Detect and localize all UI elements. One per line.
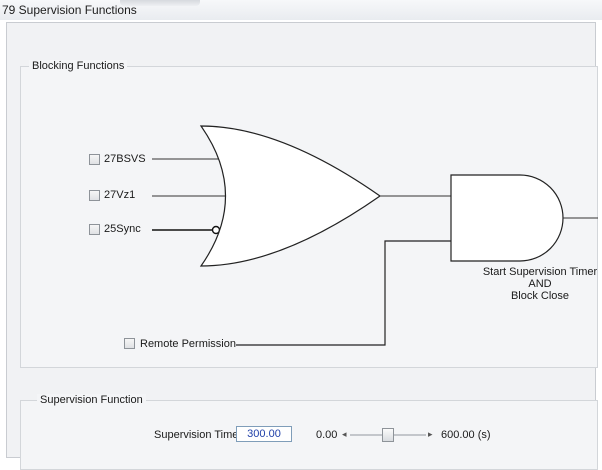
label-27bsvs: 27BSVS	[104, 153, 146, 165]
supervision-time-input[interactable]	[236, 426, 292, 442]
caption-line-1: Start Supervision Timer	[482, 266, 598, 278]
label-25sync: 25Sync	[104, 223, 141, 235]
slider-left-arrow[interactable]: ◂	[342, 429, 347, 439]
supervision-time-slider[interactable]: ◂ ▸	[340, 428, 436, 442]
checkbox-25sync[interactable]	[89, 224, 100, 235]
caption-line-2: AND	[528, 278, 552, 290]
checkbox-remote-permission[interactable]	[124, 338, 135, 349]
supervision-function-group: Supervision Function	[20, 394, 598, 470]
slider-right-arrow[interactable]: ▸	[428, 429, 433, 439]
label-27vz1: 27Vz1	[104, 189, 136, 201]
checkbox-27vz1[interactable]	[89, 190, 100, 201]
slider-max-label: 600.00 (s)	[441, 429, 491, 441]
supervision-time-label: Supervision Time	[154, 429, 239, 441]
or-gate	[199, 125, 382, 267]
caption-line-3: Block Close	[510, 290, 570, 302]
and-gate	[450, 174, 564, 262]
title-tab-shade	[120, 0, 200, 6]
supervision-function-legend: Supervision Function	[37, 394, 146, 406]
slider-min-label: 0.00	[316, 429, 338, 441]
window-title: 79 Supervision Functions	[2, 3, 137, 17]
title-bar: 79 Supervision Functions	[0, 0, 602, 20]
label-remote-permission: Remote Permission	[140, 338, 236, 350]
blocking-functions-legend: Blocking Functions	[29, 60, 128, 72]
slider-thumb[interactable]	[382, 428, 394, 442]
remote-permission-line	[236, 240, 451, 346]
and-gate-caption: Start Supervision Timer AND Block Close	[470, 266, 602, 302]
checkbox-27bsvs[interactable]	[89, 154, 100, 165]
